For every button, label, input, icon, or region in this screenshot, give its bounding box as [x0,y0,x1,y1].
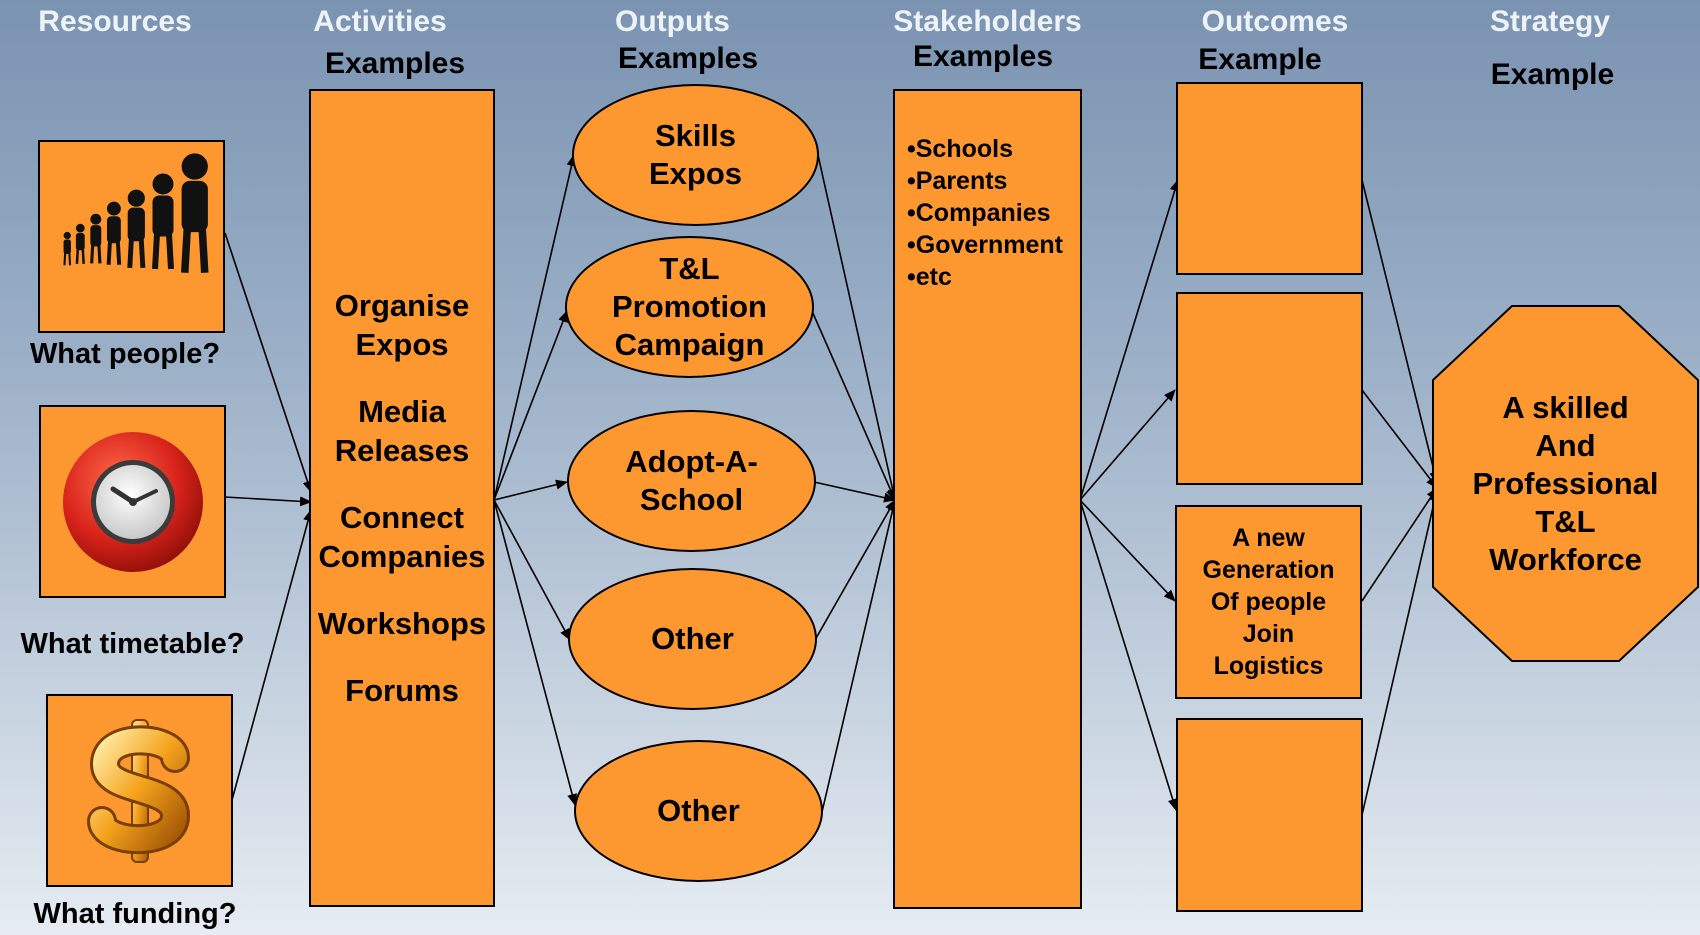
stakeholder-item: •etc [907,263,952,291]
funding-caption: What funding? [33,898,237,930]
arrow-stakeholders-to-outcome-4 [1079,499,1178,811]
arrow-activities-to-output-5 [493,499,578,806]
stakeholders-heading: Stakeholders [893,5,1082,38]
stakeholder-item: •Schools [907,135,1013,163]
outcomes-subheading: Example [1198,43,1322,76]
arrow-outcome-3-to-strategy [1361,487,1438,602]
arrow-stakeholders-to-outcome-1 [1079,179,1180,501]
strategy-octagon [1432,305,1699,662]
strategy-subheading: Example [1490,58,1615,91]
stakeholders-box: •Schools •Parents •Companies •Government… [893,89,1082,909]
arrow-funding-to-activities [231,509,313,801]
arrow-output-2-to-stakeholders [811,310,896,501]
output-oval: Adopt-A- School [567,410,816,552]
output-oval: Other [568,568,817,710]
stakeholder-list: •Schools •Parents •Companies •Government… [907,133,1063,293]
timetable-caption: What timetable? [20,628,245,660]
arrow-activities-to-output-4 [493,499,571,641]
resources-heading: Resources [38,5,192,38]
outcome-box [1176,292,1363,485]
outcome-box: A new Generation Of people Join Logistic… [1175,505,1362,699]
arrow-outcome-2-to-strategy [1361,389,1438,489]
resource-people-box [38,140,225,333]
output-oval: T&L Promotion Campaign [565,236,814,378]
people-caption: What people? [29,338,221,370]
output-oval: Skills Expos [572,84,819,226]
dollar-sign-icon [86,718,190,863]
arrow-output-4-to-stakeholders [814,499,896,641]
strategy-heading: Strategy [1489,5,1611,38]
arrow-stakeholders-to-outcome-2 [1079,389,1176,501]
arrow-activities-to-output-2 [493,310,568,501]
arrow-activities-to-output-3 [493,479,568,501]
output-oval: Other [574,740,823,882]
arrow-output-5-to-stakeholders [821,499,898,813]
outcome-text: A new Generation Of people Join Logistic… [1202,524,1335,680]
activities-heading: Activities [313,5,447,38]
activity-item: Media Releases [334,394,470,468]
outputs-subheading: Examples [617,42,759,75]
outcomes-heading: Outcomes [1201,5,1349,38]
arrow-timetable-to-activities [224,496,312,507]
activity-item: Workshops [317,606,487,641]
activity-item: Forums [345,673,459,708]
arrow-activities-to-output-1 [493,154,577,501]
resource-funding-box [46,694,233,887]
activities-box: Organise Expos Media Releases Connect Co… [309,89,495,907]
arrow-outcome-4-to-strategy [1361,489,1440,816]
stakeholders-subheading: Examples [912,40,1054,73]
arrow-outcome-1-to-strategy [1361,179,1440,484]
stakeholder-item: •Parents [907,167,1008,195]
activities-subheading: Examples [324,47,466,80]
arrow-people-to-activities [224,232,313,493]
activity-item: Connect Companies [318,500,486,574]
outcome-box [1176,82,1363,275]
stakeholder-item: •Government [907,231,1064,259]
arrow-output-1-to-stakeholders [817,154,898,501]
strategy-text: A skilled And Professional T&L Workforce [1472,389,1659,577]
people-silhouettes-icon [62,153,208,273]
stakeholder-item: •Companies [907,199,1051,227]
arrow-stakeholders-to-outcome-3 [1079,499,1176,602]
clock-icon [62,431,203,572]
arrow-output-3-to-stakeholders [813,481,896,503]
outcome-box [1176,718,1363,912]
activity-item: Organise Expos [334,288,470,362]
outputs-heading: Outputs [615,5,730,38]
resource-timetable-box [39,405,226,598]
